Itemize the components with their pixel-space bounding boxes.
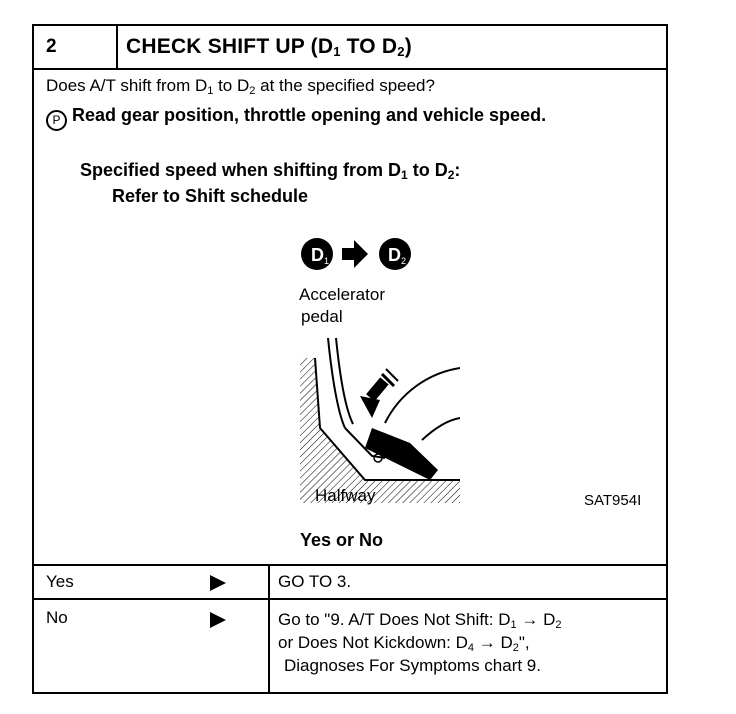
yes-label: Yes (46, 572, 74, 591)
accelerator-pedal-illustration: D 1 D 2 (300, 238, 460, 503)
press-down-arrow-icon (360, 368, 399, 418)
right-arrow-icon (342, 240, 368, 268)
no-action: Go to "9. A/T Does Not Shift: D1 → D2 or… (268, 598, 561, 692)
park-p-icon: P (46, 110, 67, 131)
step-title: CHECK SHIFT UP (D1 TO D2) (126, 35, 412, 59)
refer-shift-schedule: Refer to Shift schedule (112, 186, 309, 206)
gear-d1-icon: D 1 (301, 238, 333, 270)
foot-outline (384, 367, 460, 441)
svg-text:D: D (311, 245, 324, 265)
gear-d2-icon: D 2 (379, 238, 411, 270)
result-row-yes: Yes GO TO 3. (34, 564, 666, 600)
no-label: No (46, 608, 68, 627)
check-question: Does A/T shift from D1 to D2 at the spec… (46, 76, 435, 97)
svg-text:D: D (388, 245, 401, 265)
step-header: 2 CHECK SHIFT UP (D1 TO D2) (34, 26, 666, 70)
svg-text:1: 1 (324, 256, 329, 266)
yes-action: GO TO 3. (268, 566, 351, 598)
step-number: 2 (34, 26, 118, 68)
svg-text:2: 2 (401, 256, 406, 266)
figure-code: SAT954I (584, 492, 642, 509)
result-row-no: No Go to "9. A/T Does Not Shift: D1 → D2… (34, 598, 666, 692)
pedal-pad (365, 428, 438, 480)
no-action-line3: Diagnoses For Symptoms chart 9. (284, 656, 541, 675)
right-triangle-icon (210, 575, 226, 591)
specified-speed-label: Specified speed when shifting from D1 to… (80, 160, 461, 182)
yes-or-no-heading: Yes or No (300, 530, 384, 550)
halfway-label: Halfway (315, 486, 376, 505)
floor-section (300, 357, 460, 503)
no-action-line1: Go to "9. A/T Does Not Shift: D1 → D2 (278, 610, 562, 631)
right-triangle-icon (210, 612, 226, 628)
no-action-line2: or Does Not Kickdown: D4 → D2", (278, 633, 530, 654)
diagnostic-step-table: 2 CHECK SHIFT UP (D1 TO D2) Does A/T shi… (32, 24, 668, 694)
